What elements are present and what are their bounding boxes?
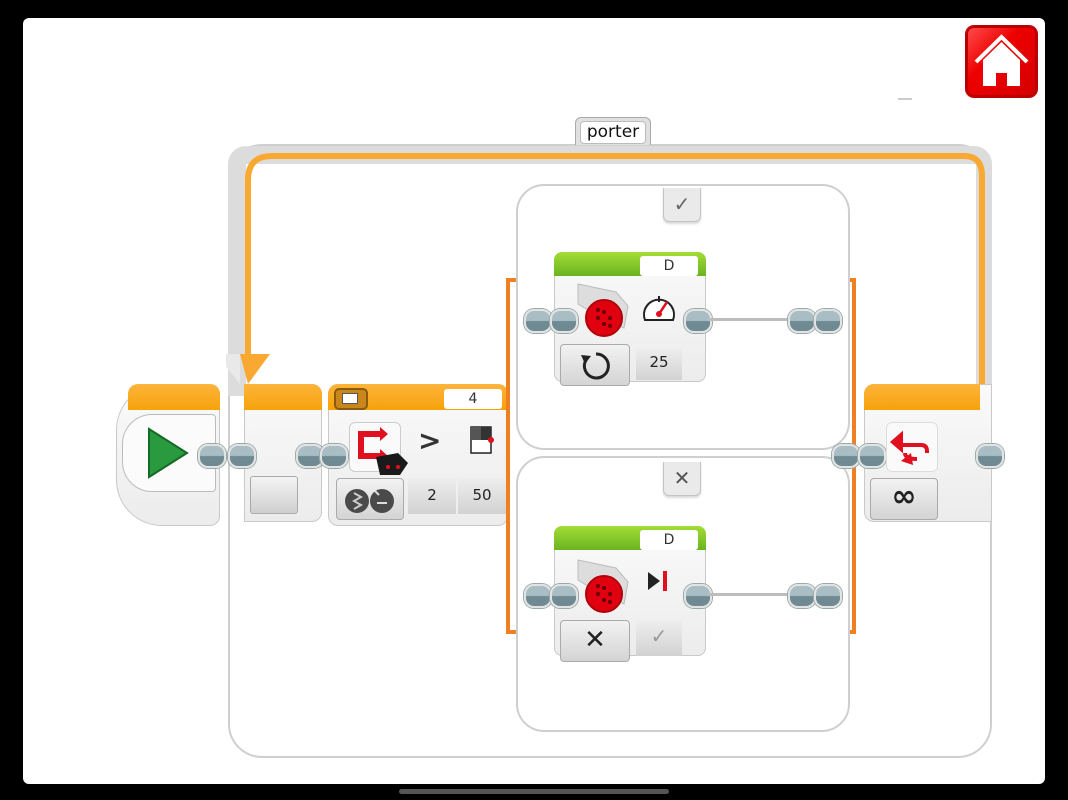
loop-interrupt-tile[interactable] xyxy=(250,476,298,514)
switch-view-toggle[interactable] xyxy=(334,388,368,410)
case-false-tab[interactable]: ✕ xyxy=(663,462,701,496)
loop-start-header xyxy=(244,384,322,410)
power-input[interactable]: 25 xyxy=(636,348,682,380)
loop-icon-tile xyxy=(886,422,938,472)
switch-mode-selector[interactable] xyxy=(336,478,404,520)
loop-mode-selector[interactable]: ∞ xyxy=(870,478,938,520)
greater-than-icon: > xyxy=(418,424,442,457)
motor-off-out-plug[interactable] xyxy=(684,584,712,608)
loop-end-out-plug[interactable] xyxy=(976,444,1004,468)
loop-left-band xyxy=(228,146,246,396)
switch-in-plug[interactable] xyxy=(320,444,348,468)
case-false-wire xyxy=(708,593,792,596)
loop-icon xyxy=(889,430,929,465)
off-icon: ✕ xyxy=(584,625,606,655)
home-button[interactable] xyxy=(966,26,1037,97)
compare-type-input[interactable]: 2 xyxy=(408,478,456,514)
color-sensor-icon xyxy=(358,427,408,475)
switch-sensor-tile[interactable] xyxy=(349,422,408,475)
loop-in-plug[interactable] xyxy=(228,444,256,468)
motor-off-mode-selector[interactable]: ✕ xyxy=(560,620,630,662)
case-false-out-plug-b[interactable] xyxy=(814,584,842,608)
medium-motor-icon xyxy=(577,559,629,613)
speed-gauge-icon xyxy=(643,296,675,321)
case-true-tab[interactable]: ✓ xyxy=(663,188,701,222)
case-false-out-plug-a[interactable] xyxy=(788,584,816,608)
x-icon: ✕ xyxy=(673,466,691,490)
threshold-input[interactable]: 50 xyxy=(458,478,506,514)
loop-end-in-plug[interactable] xyxy=(858,444,886,468)
brake-input[interactable]: ✓ xyxy=(636,620,682,656)
case-true-out-plug-b[interactable] xyxy=(814,309,842,333)
case-true-in-plug[interactable] xyxy=(524,309,552,333)
switch-left-rail xyxy=(506,278,510,634)
case-true-out-plug-a[interactable] xyxy=(788,309,816,333)
switch-out-plug[interactable] xyxy=(832,444,860,468)
loop-out-plug[interactable] xyxy=(296,444,324,468)
loop-end-header xyxy=(864,384,980,410)
brake-at-end-icon xyxy=(648,571,667,591)
sequence-plug[interactable] xyxy=(198,444,226,468)
home-icon xyxy=(974,34,1029,86)
checkmark-icon: ✓ xyxy=(673,192,691,216)
loop-sequence-wire xyxy=(226,153,985,388)
medium-motor-icon xyxy=(577,283,629,337)
compare-reflected-light-icon xyxy=(345,489,394,513)
tabbed-view-icon xyxy=(342,393,358,404)
motor-off-port[interactable]: D xyxy=(640,530,698,550)
loop-name[interactable]: porter xyxy=(580,121,646,144)
start-block-header xyxy=(128,384,220,410)
divider xyxy=(898,98,912,100)
motor-off-in-plug[interactable] xyxy=(550,584,578,608)
play-icon xyxy=(148,427,189,479)
threshold-icon xyxy=(470,426,494,454)
motor-on-port[interactable]: D xyxy=(640,256,698,276)
case-true-wire xyxy=(708,318,792,321)
loop-name-tab[interactable]: porter xyxy=(575,117,651,145)
switch-port[interactable]: 4 xyxy=(444,389,502,409)
motor-on-mode-selector[interactable] xyxy=(560,344,630,386)
case-false-in-plug[interactable] xyxy=(524,584,552,608)
motor-on-out-plug[interactable] xyxy=(684,309,712,333)
motor-on-in-plug[interactable] xyxy=(550,309,578,333)
home-indicator[interactable] xyxy=(399,789,669,794)
infinity-icon: ∞ xyxy=(891,479,917,514)
on-icon xyxy=(581,352,610,380)
